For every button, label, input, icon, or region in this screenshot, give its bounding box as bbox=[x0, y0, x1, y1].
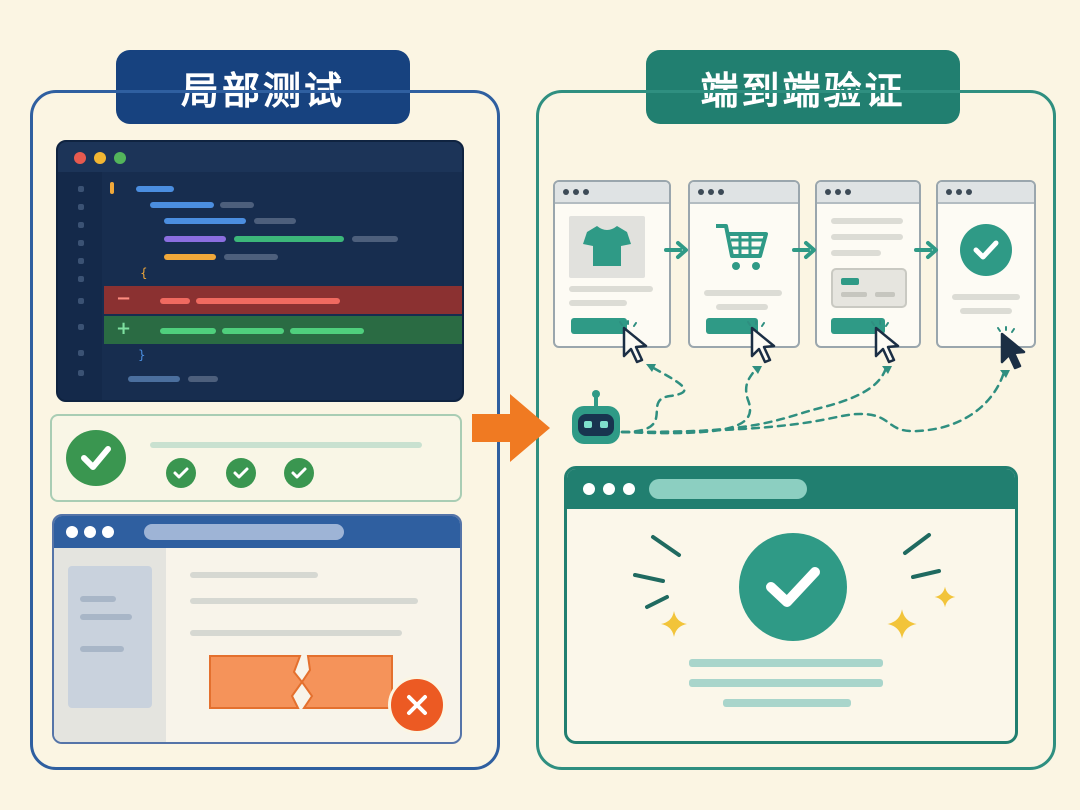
e2e-success-window bbox=[564, 466, 1018, 744]
sparkle-icon bbox=[887, 609, 917, 639]
automation-paths bbox=[620, 364, 1010, 435]
flow-step-cart bbox=[688, 180, 800, 348]
flow-step-product bbox=[553, 180, 671, 348]
code-editor: { − + } bbox=[56, 140, 464, 402]
maximize-dot-icon bbox=[114, 152, 126, 164]
flow-step-success bbox=[936, 180, 1036, 348]
editor-gutter bbox=[58, 172, 102, 400]
cursor-icon bbox=[619, 320, 648, 364]
check-icon bbox=[166, 458, 196, 488]
address-bar bbox=[144, 524, 344, 540]
tshirt-icon bbox=[583, 226, 631, 266]
broken-button bbox=[209, 655, 393, 709]
big-success-check-icon bbox=[739, 533, 847, 641]
flow-arrow-icon bbox=[664, 241, 688, 259]
address-bar bbox=[649, 479, 807, 499]
unit-test-results bbox=[50, 414, 462, 502]
sparkle-icon bbox=[661, 611, 687, 637]
card-icon bbox=[831, 268, 907, 308]
cart-icon bbox=[716, 224, 768, 270]
close-icon bbox=[388, 676, 446, 734]
sidebar bbox=[68, 566, 152, 708]
flow-arrow-icon bbox=[914, 241, 938, 259]
check-icon bbox=[226, 458, 256, 488]
check-icon bbox=[284, 458, 314, 488]
success-check-icon bbox=[960, 224, 1012, 276]
cursor-icon bbox=[871, 320, 900, 364]
close-dot-icon bbox=[74, 152, 86, 164]
checkout-button[interactable] bbox=[706, 318, 758, 334]
diff-added-marker: + bbox=[116, 318, 132, 339]
flow-step-payment bbox=[815, 180, 921, 348]
add-to-cart-button[interactable] bbox=[571, 318, 627, 334]
cursor-icon bbox=[747, 320, 776, 364]
celebration-rays bbox=[633, 533, 941, 609]
broken-app-window bbox=[52, 514, 462, 744]
diff-removed-marker: − bbox=[116, 288, 132, 309]
minimize-dot-icon bbox=[94, 152, 106, 164]
sparkle-icon bbox=[934, 586, 956, 608]
big-check-icon bbox=[66, 430, 126, 486]
section-title-e2e-validation: 端到端验证 bbox=[646, 50, 960, 124]
cursor-icon bbox=[997, 326, 1026, 370]
arrow-right-icon bbox=[472, 394, 550, 462]
flow-arrow-icon bbox=[792, 241, 816, 259]
robot-icon bbox=[572, 390, 620, 444]
